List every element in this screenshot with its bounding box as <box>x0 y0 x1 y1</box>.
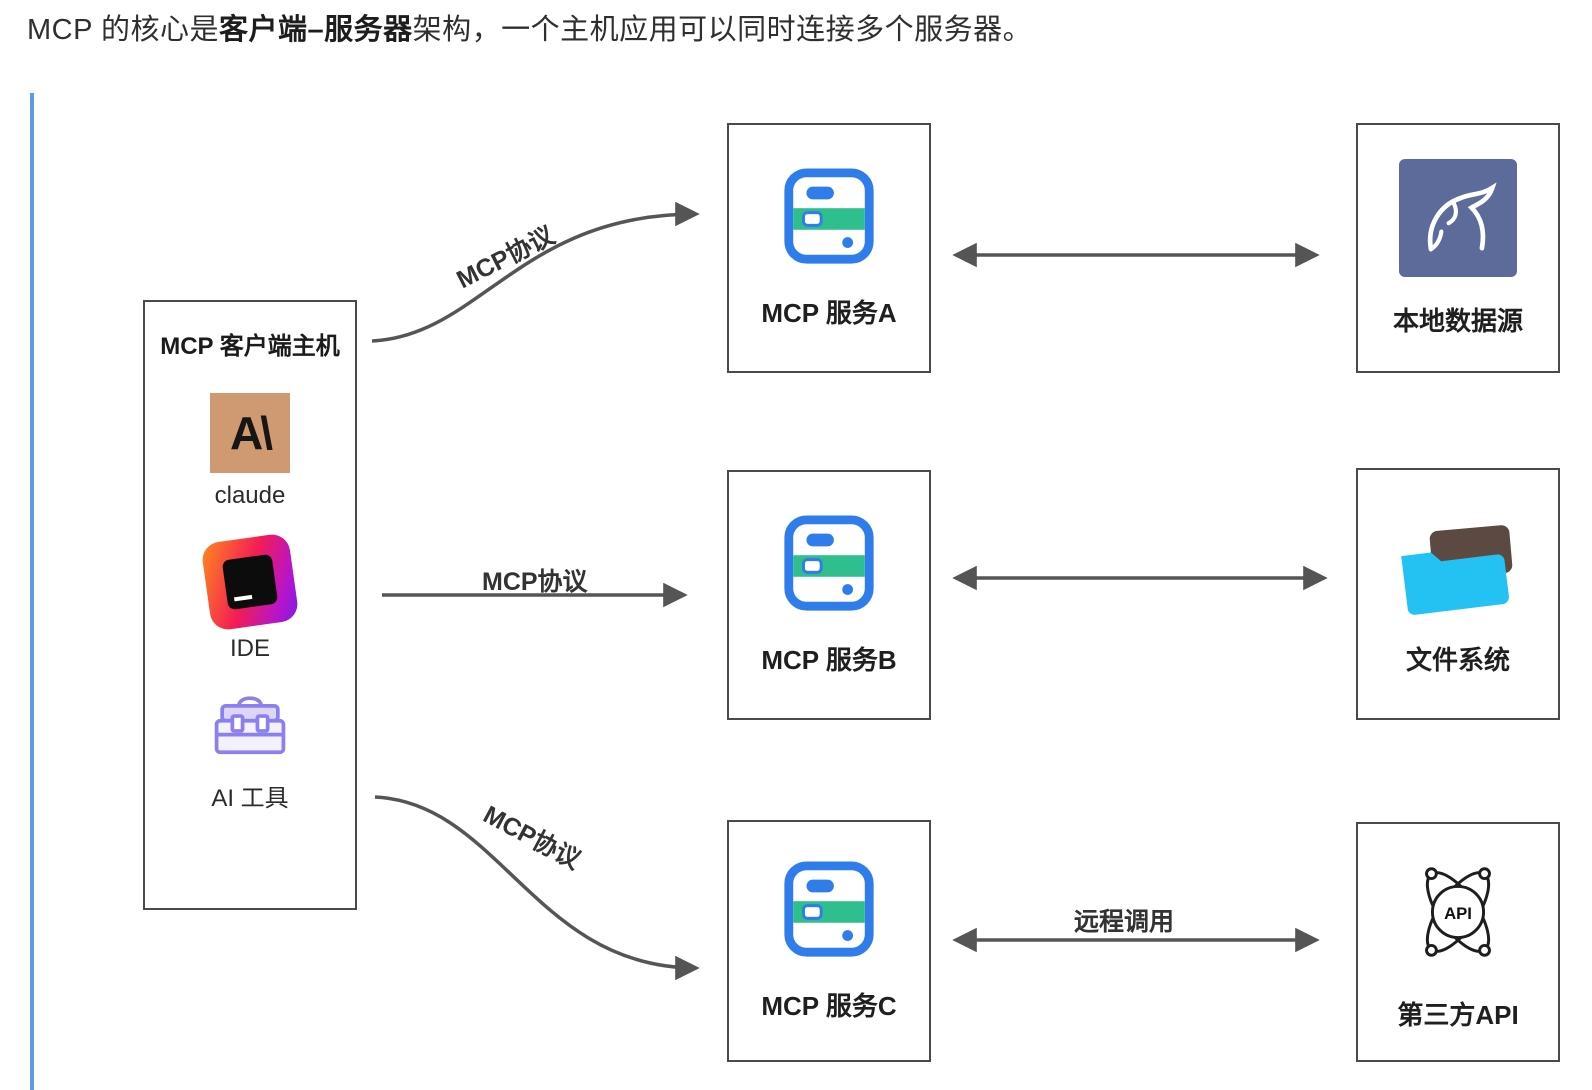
quote-accent-bar <box>30 93 34 1090</box>
mcp-server-c-box: MCP 服务C <box>727 820 931 1062</box>
api-icon-text: API <box>1444 903 1472 922</box>
ai-tools-label: AI 工具 <box>211 785 289 812</box>
intro-prefix: MCP 的核心是 <box>27 14 219 46</box>
jetbrains-ide-icon <box>200 532 300 632</box>
claude-label: claude <box>214 482 286 509</box>
server-icon <box>784 514 874 611</box>
ide-underscore <box>233 594 253 602</box>
mcp-server-a-label: MCP 服务A <box>761 297 897 328</box>
ide-inner-square <box>221 553 279 611</box>
mcp-server-b-label: MCP 服务B <box>761 644 897 675</box>
mcp-server-a-box: MCP 服务A <box>727 123 931 373</box>
mcp-server-c-label: MCP 服务C <box>761 990 897 1021</box>
edge-label-remote-call: 远程调用 <box>1074 908 1175 936</box>
edge-label-mcp-protocol-c: MCP协议 <box>478 800 586 875</box>
thirdparty-api-label: 第三方API <box>1397 999 1519 1030</box>
edge-label-mcp-protocol-a: MCP协议 <box>452 221 560 295</box>
server-icon <box>784 167 874 264</box>
claude-logo-icon: A\ <box>210 393 290 473</box>
thirdparty-api-box: API 第三方API <box>1356 822 1560 1062</box>
mysql-dolphin-icon <box>1399 158 1517 277</box>
edge-label-mcp-protocol-b: MCP协议 <box>482 568 588 596</box>
claude-glyph: A\ <box>230 407 273 459</box>
intro-suffix: 架构，一个主机应用可以同时连接多个服务器。 <box>412 14 1033 46</box>
host-title: MCP 客户端主机 <box>160 333 340 360</box>
local-datasource-box: 本地数据源 <box>1356 123 1560 373</box>
ide-label: IDE <box>229 635 270 662</box>
filesystem-box: 文件系统 <box>1356 468 1560 720</box>
local-datasource-label: 本地数据源 <box>1392 305 1523 336</box>
mcp-server-b-box: MCP 服务B <box>727 470 931 720</box>
filesystem-label: 文件系统 <box>1405 644 1510 675</box>
toolbox-icon <box>214 696 286 755</box>
intro-text: MCP 的核心是客户端–服务器架构，一个主机应用可以同时连接多个服务器。 <box>27 6 1032 48</box>
intro-bold: 客户端–服务器 <box>218 14 413 46</box>
host-box: MCP 客户端主机 A\ claude IDE AI 工具 <box>143 300 357 910</box>
server-icon <box>784 860 874 957</box>
folder-icon <box>1401 524 1513 615</box>
api-globe-icon: API <box>1425 866 1491 957</box>
